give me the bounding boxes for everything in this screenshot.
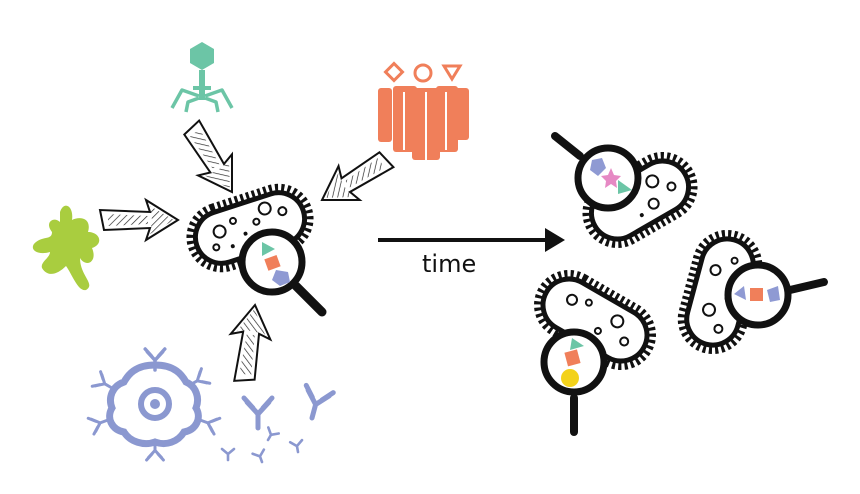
competitor-crowd-icon [378, 61, 469, 160]
triangle-icon [441, 64, 463, 82]
magnifier-icon [551, 132, 642, 212]
time-label: time [422, 250, 477, 278]
magnifier-icon [724, 261, 828, 329]
time-arrow [378, 228, 565, 252]
bacteriophage-icon [170, 42, 234, 113]
diamond-icon [383, 61, 405, 83]
bacterium-icon [186, 183, 327, 317]
immune-cell-icon [86, 347, 222, 462]
bacterium-icon [534, 270, 656, 436]
magnifier-icon [540, 328, 608, 436]
bacterium-icon [551, 132, 698, 248]
fungus-splat-icon [32, 205, 100, 291]
circle-icon [413, 63, 433, 83]
magnifier-icon [238, 228, 327, 317]
bacterium-icon [677, 229, 828, 355]
antibody-icon [220, 385, 333, 466]
